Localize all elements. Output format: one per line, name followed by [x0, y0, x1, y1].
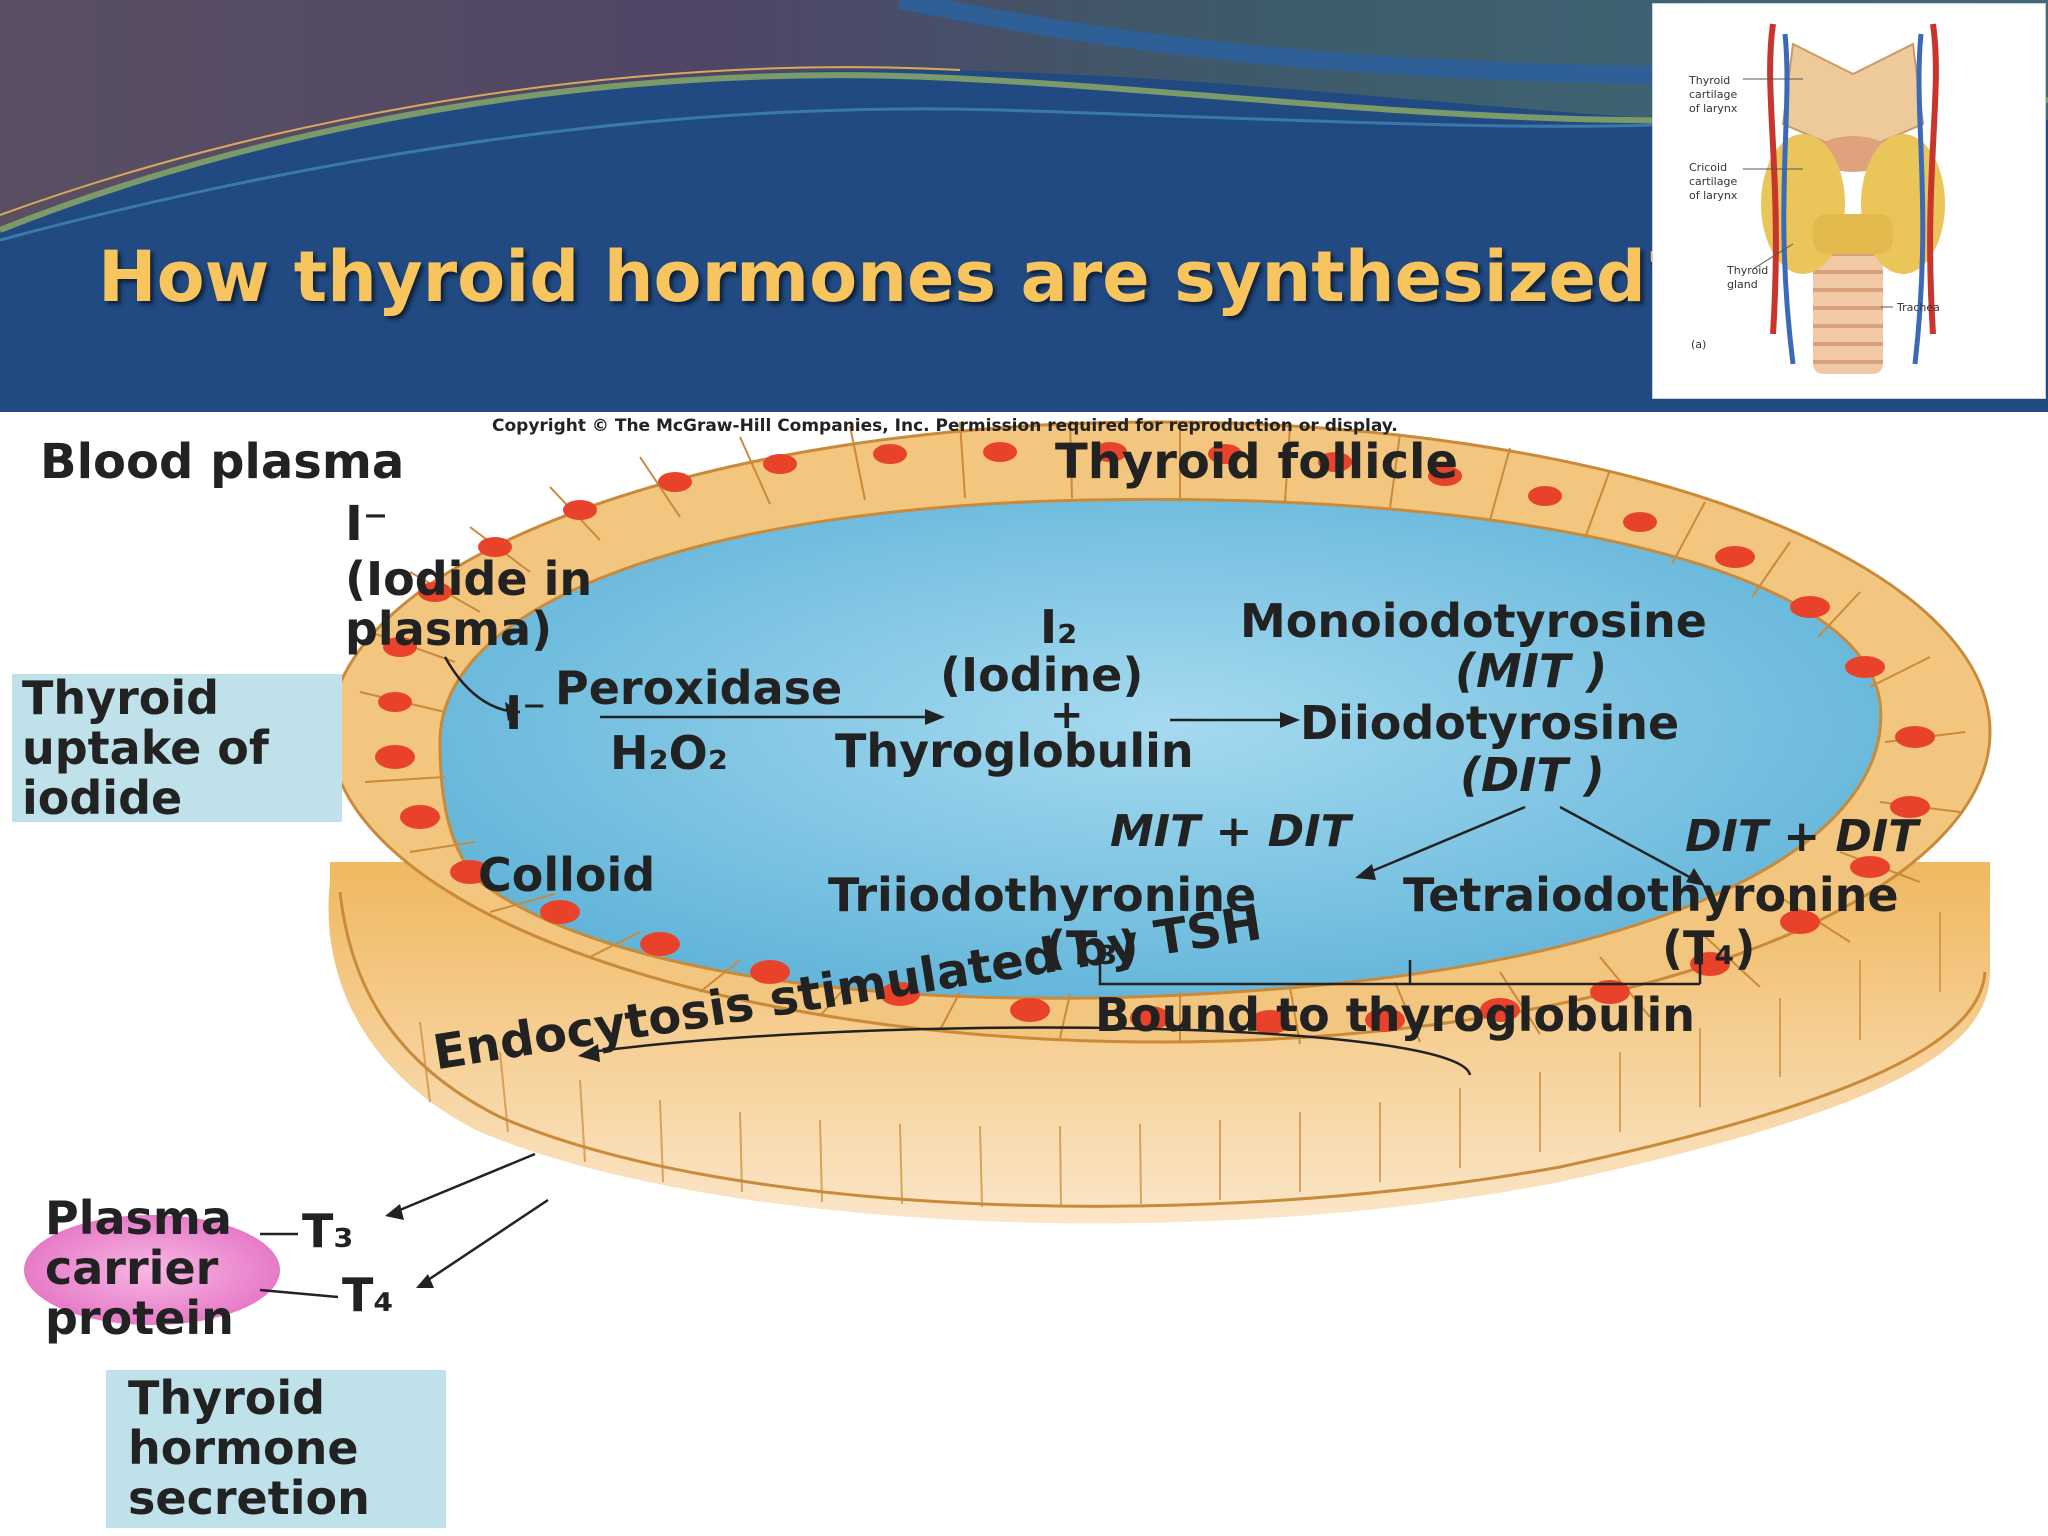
uptake-label-line2: uptake of — [22, 721, 269, 775]
larynx-thyroid-inset: Thyroid cartilage of larynx Cricoid cart… — [1652, 3, 2046, 399]
secreted-t4-label: T₄ — [342, 1268, 394, 1322]
dit-plus-dit: DIT + DIT — [1685, 811, 1919, 862]
inset-label-thyroid-cartilage: Thyroid cartilage of larynx — [1689, 74, 1738, 115]
follicle-illustration — [24, 420, 1992, 1325]
bound-to-thyroglobulin-label: Bound to thyroglobulin — [1095, 988, 1695, 1042]
t3-abbr: (T₃) — [1045, 921, 1139, 975]
follicle-diagram — [0, 412, 2048, 1536]
colloid-label: Colloid — [478, 848, 656, 902]
t4-abbr: (T₄) — [1662, 921, 1756, 975]
mit-plus-dit: MIT + DIT — [1110, 806, 1351, 857]
copyright-notice: Copyright © The McGraw-Hill Companies, I… — [492, 416, 1398, 436]
thyroglobulin-label: Thyroglobulin — [835, 724, 1194, 778]
plasma-carrier-line2: carrier — [45, 1241, 219, 1295]
uptake-label-line1: Thyroid — [22, 671, 220, 725]
t3-name: Triiodothyronine — [828, 868, 1257, 922]
secretion-label-line1: Thyroid — [128, 1371, 326, 1425]
thyroid-follicle-label: Thyroid follicle — [1055, 434, 1459, 490]
inset-label-trachea: Trachea — [1897, 301, 1940, 314]
iodine-label: (Iodine) — [940, 648, 1144, 702]
peroxidase-label: Peroxidase — [555, 661, 843, 715]
mit-abbr: (MIT ) — [1455, 644, 1608, 698]
uptake-label-box — [12, 674, 342, 822]
iodine-symbol: I₂ — [1040, 600, 1078, 654]
h2o2-label: H₂O₂ — [610, 726, 728, 780]
plus-sign: + — [1050, 692, 1084, 738]
secretion-label-line2: hormone — [128, 1421, 359, 1475]
dit-abbr: (DIT ) — [1460, 748, 1605, 802]
inset-label-panel: (a) — [1691, 338, 1707, 351]
secretion-label-line3: secretion — [128, 1471, 370, 1525]
mit-name: Monoiodotyrosine — [1240, 594, 1707, 648]
iodide-in-cell: I⁻ — [505, 686, 547, 740]
plasma-carrier-line3: protein — [45, 1291, 234, 1345]
dit-name: Diiodotyrosine — [1300, 696, 1680, 750]
iodide-label-line1: (Iodide in — [345, 552, 593, 606]
thyroid-anatomy-illustration — [1743, 23, 1945, 374]
inset-label-cricoid-cartilage: Cricoid cartilage of larynx — [1689, 161, 1738, 202]
t4-name: Tetraiodothyronine — [1403, 868, 1899, 922]
slide-header: How thyroid hormones are synthesized? — [0, 0, 2048, 412]
secretion-label-box — [106, 1370, 446, 1528]
plasma-carrier-line1: Plasma — [45, 1191, 232, 1245]
iodide-label-line2: plasma) — [345, 602, 553, 656]
slide-title: How thyroid hormones are synthesized? — [98, 236, 1687, 318]
inset-label-thyroid-gland: Thyroid gland — [1727, 264, 1769, 291]
secreted-t3-label: T₃ — [302, 1204, 354, 1258]
iodide-symbol: I⁻ — [345, 496, 389, 552]
blood-plasma-label: Blood plasma — [40, 434, 405, 490]
uptake-label-line3: iodide — [22, 771, 183, 825]
